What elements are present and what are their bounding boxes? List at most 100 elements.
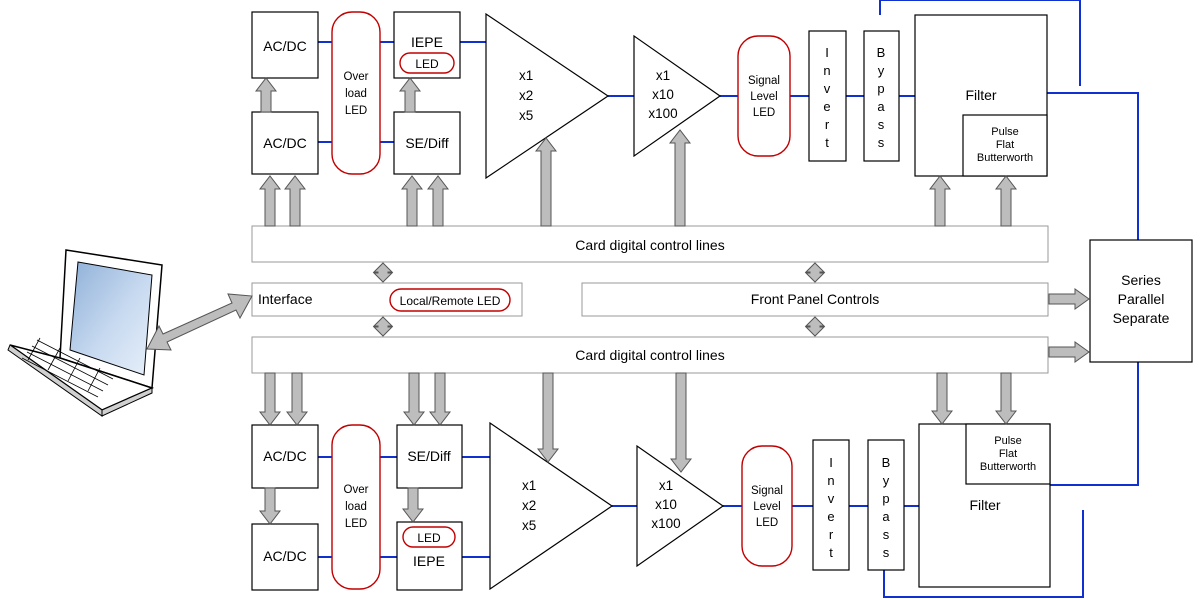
control-lines-top-label: Card digital control lines <box>575 237 724 253</box>
gain-amp-1-top-x1: x1 <box>519 68 533 83</box>
bypass-bottom-label: B y p a s s <box>882 455 891 560</box>
acdc-bottom-2 <box>251 523 319 591</box>
svg-text:n: n <box>827 473 834 488</box>
svg-text:p: p <box>877 81 884 96</box>
overload-led-bottom-line3: LED <box>345 518 367 530</box>
filter-types-bottom-butterworth: Butterworth <box>980 461 1036 473</box>
filter-types-bottom-flat: Flat <box>999 448 1017 460</box>
local-remote-led <box>389 288 511 312</box>
output-mode-parallel: Parallel <box>1118 291 1165 307</box>
gain-amp-2-bottom-x100: x100 <box>651 516 680 531</box>
bottom-channel: AC/DC AC/DC Over load LED SE/Diff LED IE… <box>251 421 1051 591</box>
double-arrow <box>372 262 394 283</box>
arrow-up <box>258 175 282 227</box>
laptop-icon <box>7 249 163 417</box>
filter-types-bottom <box>965 423 1051 485</box>
arrow-down <box>930 372 954 425</box>
control-lines-bottom-label: Card digital control lines <box>575 347 724 363</box>
arrow-up <box>426 175 450 227</box>
signal-wires <box>318 0 1139 598</box>
svg-text:t: t <box>825 135 829 150</box>
svg-text:y: y <box>878 63 885 78</box>
acdc-top-2 <box>251 111 319 175</box>
svg-text:v: v <box>824 81 831 96</box>
acdc-top-2-label: AC/DC <box>263 135 307 151</box>
gain-amp-1-bottom-x5: x5 <box>522 518 536 533</box>
svg-text:n: n <box>823 63 830 78</box>
gain-amp-1-top-x5: x5 <box>519 108 533 123</box>
svg-text:e: e <box>823 99 830 114</box>
top-channel: AC/DC AC/DC Over load LED IEPE LED SE/Di… <box>251 11 1048 180</box>
svg-text:B: B <box>877 45 886 60</box>
svg-text:y: y <box>883 473 890 488</box>
gain-amp-2-top-x100: x100 <box>648 106 677 121</box>
svg-text:p: p <box>882 491 889 506</box>
filter-types-top-pulse: Pulse <box>991 126 1019 138</box>
double-arrow <box>804 316 826 337</box>
gain-amp-2-bottom-x1: x1 <box>659 478 673 493</box>
svg-text:r: r <box>829 527 834 542</box>
svg-text:B: B <box>882 455 891 470</box>
overload-led-bottom-line2: load <box>345 501 367 513</box>
front-panel-label: Front Panel Controls <box>751 291 879 307</box>
iepe-bottom-label: IEPE <box>413 553 445 569</box>
gain-amp-2-bottom-x10: x10 <box>655 497 677 512</box>
overload-led-top <box>331 11 381 175</box>
iepe-top-led <box>399 52 455 74</box>
signal-level-led-bottom-line2: Level <box>753 501 781 513</box>
bypass-bottom <box>867 439 905 571</box>
gain-amp-1-bottom <box>489 421 614 591</box>
acdc-bottom-1-label: AC/DC <box>263 448 307 464</box>
arrow-down <box>285 372 309 426</box>
arrow-down <box>402 372 426 426</box>
se-diff-bottom-label: SE/Diff <box>407 448 450 464</box>
signal-level-led-bottom <box>741 445 793 567</box>
filter-types-top <box>962 114 1048 177</box>
arrow-up <box>283 175 307 227</box>
overload-led-top-line2: load <box>345 88 367 100</box>
svg-text:I: I <box>829 455 833 470</box>
control-lines-top-bar <box>251 225 1049 263</box>
filter-types-top-butterworth: Butterworth <box>977 152 1033 164</box>
arrow-down <box>669 372 693 473</box>
arrow-up <box>994 175 1018 227</box>
invert-top-label: I n v e r t <box>823 45 830 150</box>
se-diff-top-label: SE/Diff <box>405 135 448 151</box>
svg-text:s: s <box>878 135 885 150</box>
signal-level-led-top-line2: Level <box>750 91 778 103</box>
iepe-top-led-label: LED <box>415 57 439 71</box>
arrow-up <box>398 77 422 113</box>
arrow-up <box>254 77 278 113</box>
svg-text:a: a <box>882 509 890 524</box>
output-mode-box <box>1089 239 1193 363</box>
svg-text:I: I <box>825 45 829 60</box>
svg-text:r: r <box>825 117 830 132</box>
svg-text:v: v <box>828 491 835 506</box>
arrow-up <box>668 129 692 227</box>
output-mode-separate: Separate <box>1113 310 1170 326</box>
gain-amp-1-bottom-x1: x1 <box>522 478 536 493</box>
signal-level-led-bottom-line3: LED <box>756 517 778 529</box>
invert-bottom-label: I n v e r t <box>827 455 834 560</box>
arrow-right <box>1048 288 1090 310</box>
acdc-bottom-1 <box>251 424 319 489</box>
filter-top-label: Filter <box>965 87 996 103</box>
bypass-top <box>863 30 900 162</box>
overload-led-top-line1: Over <box>344 71 369 83</box>
arrow-up <box>400 175 424 227</box>
arrow-up <box>534 137 558 227</box>
filter-types-bottom-pulse: Pulse <box>994 435 1022 447</box>
svg-text:t: t <box>829 545 833 560</box>
interface-label: Interface <box>258 291 313 307</box>
output-mode-series: Series <box>1121 272 1161 288</box>
gain-amp-2-top-x10: x10 <box>652 87 674 102</box>
svg-text:s: s <box>883 527 890 542</box>
arrow-right <box>1048 341 1090 363</box>
double-arrow <box>372 316 394 337</box>
local-remote-led-label: Local/Remote LED <box>400 294 501 308</box>
filter-bottom-label: Filter <box>969 497 1000 513</box>
gain-amp-1-top <box>485 12 610 180</box>
iepe-bottom-led-label: LED <box>417 531 441 545</box>
